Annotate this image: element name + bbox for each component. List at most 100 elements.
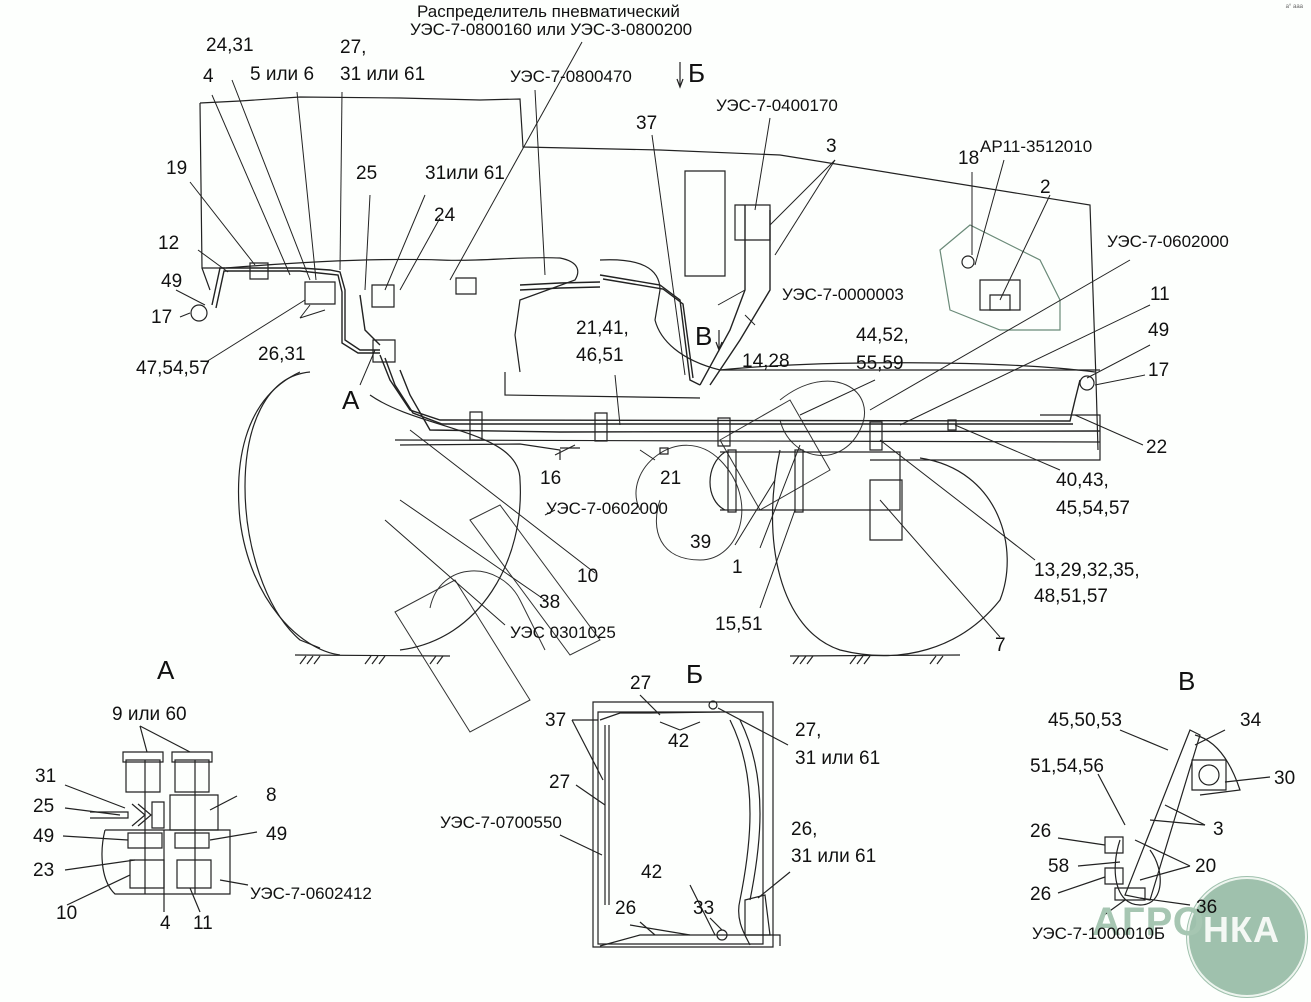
callout-label: 10 [56, 903, 78, 924]
callout-label: 12 [158, 233, 180, 254]
callout-label: 14,28 [742, 351, 790, 372]
callout-label: 30 [1274, 768, 1296, 789]
view-a-marker: А [342, 385, 360, 415]
callout-label: 16 [540, 468, 562, 489]
callout-label: 34 [1240, 710, 1262, 731]
callout-label: 3 [1213, 819, 1224, 840]
view-a-title: А [157, 655, 175, 685]
callout-label: 8 [266, 785, 277, 806]
callout-label: 31 [35, 766, 57, 787]
callout-label: 36 [1196, 897, 1218, 918]
callout-label: 48,51,57 [1034, 586, 1108, 607]
callout-label: 19 [166, 158, 188, 179]
callout-label: 40,43, [1056, 470, 1109, 491]
callout-label: 42 [641, 862, 663, 883]
callout-label: 3 [826, 136, 837, 157]
callout-label: 17 [1148, 360, 1170, 381]
view-a-detail [63, 726, 257, 912]
view-b-detail [560, 695, 790, 947]
callout-label: УЭС-7-0700550 [440, 813, 562, 832]
callout-label: УЭС-7-0400170 [716, 96, 838, 115]
callout-label: 4 [203, 66, 214, 87]
view-v-title: В [1178, 666, 1196, 696]
callout-label: 5 или 6 [250, 64, 315, 85]
callout-label: 39 [690, 532, 712, 553]
callout-label: 13,29,32,35, [1034, 560, 1140, 581]
corner-mark: a° aaa [1285, 4, 1303, 10]
callout-label: 37 [636, 113, 658, 134]
view-v-marker: В [695, 321, 713, 351]
callout-label: 31 или 61 [791, 846, 877, 867]
callout-label: 20 [1195, 856, 1217, 877]
callout-label: 11 [193, 913, 213, 934]
callout-label: 22 [1146, 437, 1168, 458]
callout-label: 45,54,57 [1056, 498, 1130, 519]
callout-label: 51,54,56 [1030, 756, 1104, 777]
callout-label: 2 [1040, 177, 1051, 198]
view-v-arrow-icon [716, 330, 722, 350]
callout-label: 21 [660, 468, 682, 489]
callout-label: 24,31 [206, 35, 254, 56]
view-b-marker: Б [688, 58, 706, 88]
agronka-logo-circle: НКА [1187, 877, 1307, 997]
callout-label: 42 [668, 731, 690, 752]
callout-label: 26 [615, 898, 637, 919]
callout-label: 44,52, [856, 325, 909, 346]
callout-label: 31 или 61 [795, 748, 881, 769]
callout-label: 37 [545, 710, 567, 731]
callout-label: 31 или 61 [340, 64, 426, 85]
callout-label: 26 [1030, 821, 1052, 842]
callout-label: 45,50,53 [1048, 710, 1122, 731]
callout-label: УЭС-7-0602412 [250, 884, 372, 903]
callout-label: 9 или 60 [112, 704, 187, 725]
callout-label: 25 [33, 796, 55, 817]
view-v-detail [1058, 730, 1270, 918]
callout-label: 7 [995, 635, 1006, 656]
distributor-title: Распределитель пневматический [417, 2, 680, 21]
callout-label: 55,59 [856, 353, 904, 374]
callout-label: 49 [33, 826, 55, 847]
callout-label: 4 [160, 913, 171, 934]
distributor-part: УЭС-7-0800160 или УЭС-3-0800200 [410, 20, 693, 39]
callout-label: 18 [958, 148, 980, 169]
callout-label: 27 [549, 772, 571, 793]
leader-lines [176, 42, 1150, 637]
callout-label: 17 [151, 307, 173, 328]
callout-label: 47,54,57 [136, 358, 210, 379]
callout-label: 49 [266, 824, 288, 845]
callout-label: 25 [356, 163, 378, 184]
callout-label: УЭС-7-0000003 [782, 285, 904, 304]
callout-label: АР11-3512010 [980, 137, 1093, 156]
callout-label: 11 [1150, 284, 1170, 305]
left-wheel [239, 372, 521, 664]
callout-label: 49 [161, 271, 183, 292]
callout-label: УЭС-7-1000010Б [1032, 924, 1166, 943]
view-b-arrow-icon [677, 62, 683, 87]
components [191, 205, 1094, 540]
pipelines [212, 205, 1100, 432]
callout-label: 15,51 [715, 614, 763, 635]
cab-outline [200, 97, 1100, 460]
logo-text-agro: АГРО [1092, 900, 1205, 944]
callout-label: УЭС-7-0800470 [510, 67, 632, 86]
callout-label: 27 [630, 673, 652, 694]
callout-label: 26, [791, 819, 818, 840]
logo-text-nka: НКА [1203, 909, 1280, 950]
view-b-title: Б [686, 659, 704, 689]
callout-label: 23 [33, 860, 55, 881]
callout-label: 26,31 [258, 344, 306, 365]
callout-label: 27, [340, 37, 367, 58]
callout-label: 1 [732, 557, 743, 578]
callout-label: 27, [795, 720, 822, 741]
callout-label: 24 [434, 205, 456, 226]
callout-label: 46,51 [576, 345, 624, 366]
callout-label: 38 [539, 592, 561, 613]
callout-label: 10 [577, 566, 599, 587]
callout-label: 49 [1148, 320, 1170, 341]
callout-label: УЭС 0301025 [510, 623, 616, 642]
callout-label: УЭС-7-0602000 [546, 499, 668, 518]
callout-label: 21,41, [576, 318, 629, 339]
callout-label: 58 [1048, 856, 1070, 877]
callout-label: 26 [1030, 884, 1052, 905]
